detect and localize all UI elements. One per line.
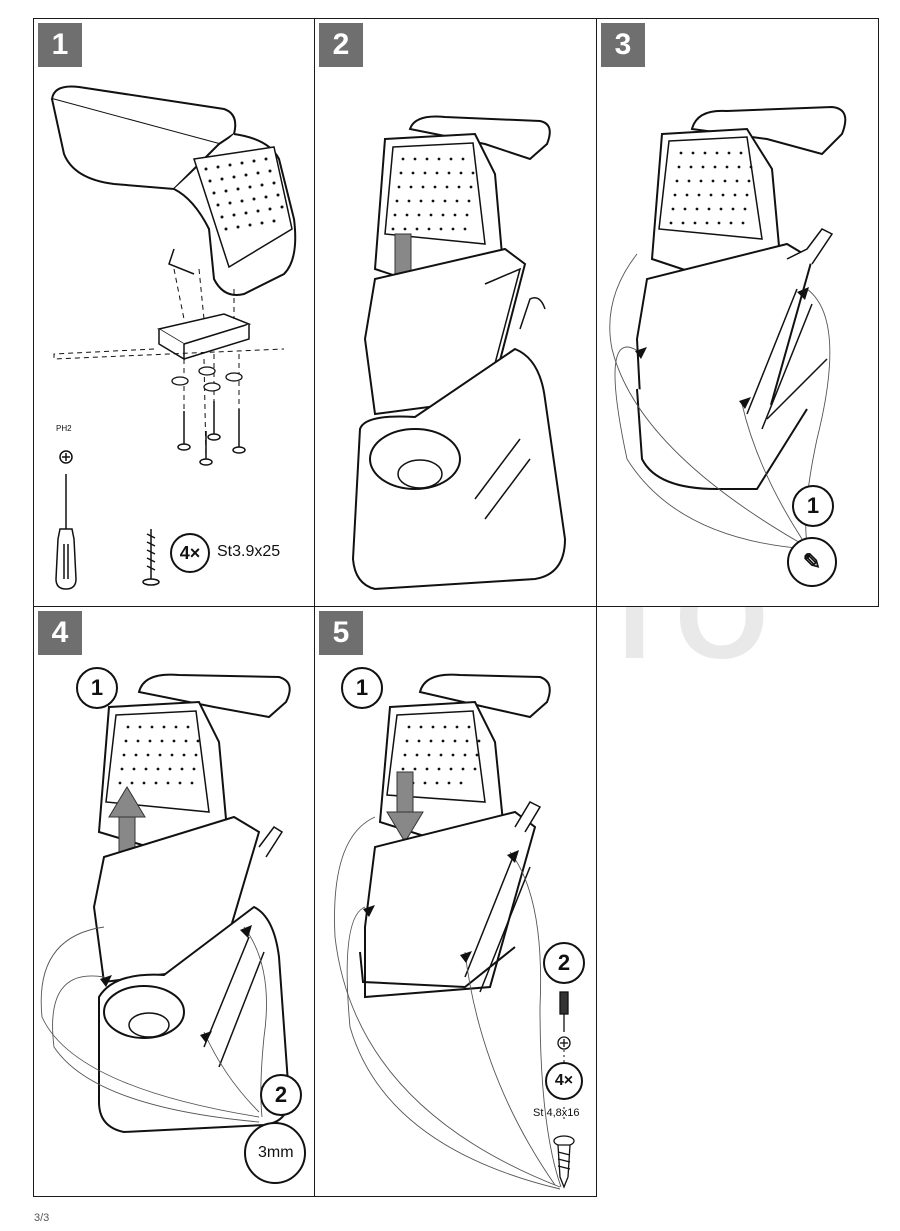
- screw-count-badge: 4×: [170, 533, 210, 573]
- page-number: 3/3: [34, 1212, 50, 1224]
- step-4-illustration: [40, 673, 291, 1134]
- step-3-badge: 3: [601, 23, 645, 67]
- screw-spec: St3.9x25: [217, 543, 281, 560]
- screws: [177, 401, 246, 466]
- step-4-panel: 4 1: [33, 606, 315, 1197]
- step-5-callout-1: 1: [341, 667, 383, 709]
- screwdriver-icon: [557, 991, 571, 1050]
- step-5-illustration: [334, 673, 575, 1190]
- step-1-illustration: [50, 85, 297, 590]
- down-arrow-icon: [386, 771, 424, 843]
- step-3-panel: 3: [596, 18, 879, 607]
- drill-size-label: 3mm: [258, 1144, 294, 1161]
- step-2-illustration: [351, 115, 567, 591]
- step-1-panel: 1: [33, 18, 315, 607]
- pencil-mark-icon: ✎: [787, 537, 837, 587]
- drill-icon: 3mm: [244, 1122, 306, 1184]
- step-2-badge: 2: [319, 23, 363, 67]
- step-2-panel: 2: [314, 18, 597, 607]
- up-arrow-icon: [108, 786, 146, 858]
- screw-icon: [553, 1135, 575, 1189]
- step-4-badge: 4: [38, 611, 82, 655]
- step-5-badge: 5: [319, 611, 363, 655]
- washers: [171, 366, 243, 392]
- step-5-screw-count: 4×: [545, 1062, 583, 1100]
- step-5-callout-2: 2: [543, 942, 585, 984]
- screwdriver-icon: [55, 450, 77, 590]
- step-3-illustration: [609, 105, 847, 550]
- perforation-dots: [204, 157, 284, 231]
- step-5-panel: 5 1: [314, 606, 597, 1197]
- step-1-badge: 1: [38, 23, 82, 67]
- tool-label: PH2: [56, 424, 72, 433]
- step-5-screw-spec: St 4,8x16: [533, 1107, 580, 1119]
- step-3-callout-1: 1: [792, 485, 834, 527]
- screw-icon: [142, 529, 160, 586]
- step-4-callout-1: 1: [76, 667, 118, 709]
- step-4-callout-2: 2: [260, 1074, 302, 1116]
